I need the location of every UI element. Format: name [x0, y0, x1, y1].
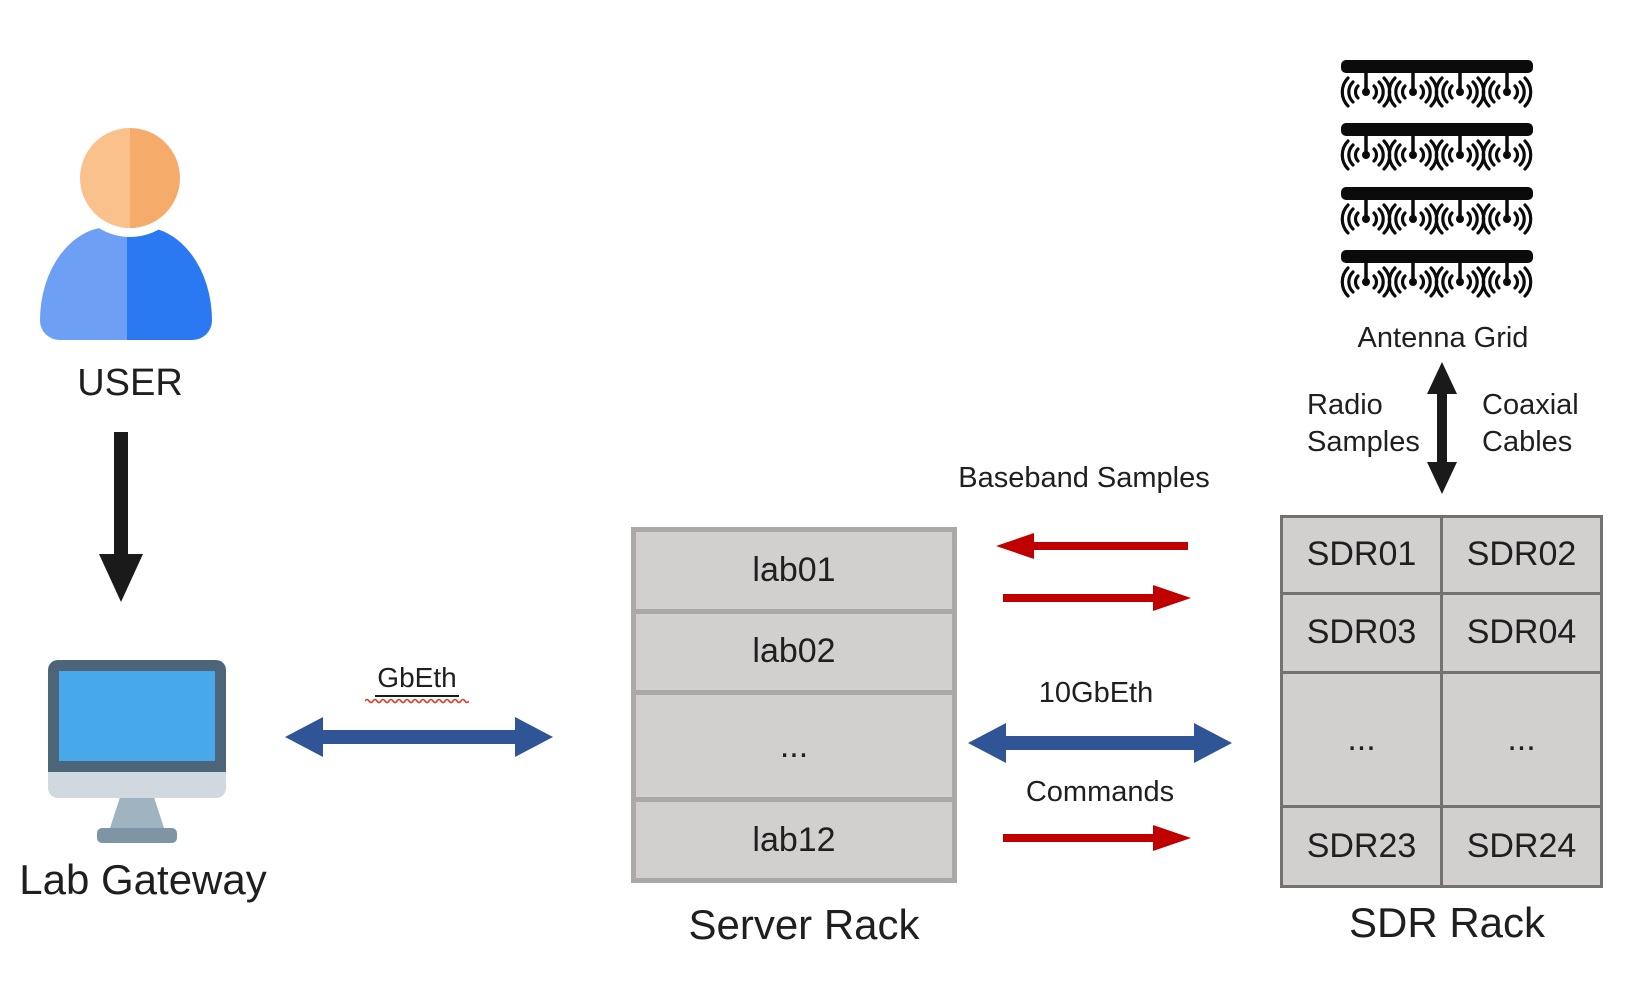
antenna-icon: [1340, 261, 1392, 298]
monitor-chin: [48, 772, 226, 798]
antenna-sdr-double-arrow-icon: [1427, 362, 1457, 494]
sdr-cell: SDR23: [1283, 808, 1440, 885]
server-node-label: ...: [779, 726, 809, 765]
antenna-icon: [1387, 71, 1439, 108]
sdr-label: SDR01: [1306, 535, 1417, 574]
antenna-row: [1340, 250, 1533, 298]
sdr-label: SDR03: [1306, 613, 1417, 652]
sdr-label: SDR02: [1466, 535, 1577, 574]
baseband-right-arrow-icon: [1003, 585, 1191, 611]
antenna-icon: [1434, 198, 1486, 235]
antenna-icon: [1481, 198, 1533, 235]
sdr-cell: SDR02: [1443, 518, 1600, 592]
antenna-icon: [1481, 134, 1533, 171]
server-rack: lab01 lab02... lab12: [631, 527, 957, 883]
coaxial-cables-label: Coaxial Cables: [1482, 387, 1579, 461]
server-node-label: lab01: [752, 550, 836, 589]
monitor-stand: [110, 798, 164, 828]
monitor-screen: [59, 671, 215, 761]
sdr-cell: SDR04: [1443, 594, 1600, 671]
tengbeth-label: 10GbEth: [1038, 677, 1154, 709]
antenna-grid-label: Antenna Grid: [1357, 322, 1529, 354]
sdr-rack-label: SDR Rack: [1348, 899, 1546, 946]
radio-samples-line2: Samples: [1307, 426, 1420, 458]
user-icon: [80, 128, 180, 228]
commands-label: Commands: [1025, 776, 1175, 808]
gbeth-label: GbEth: [347, 662, 487, 704]
sdr-label: ...: [1507, 719, 1536, 758]
antenna-grid-icon: [1340, 60, 1533, 298]
server-rack-label: Server Rack: [688, 901, 920, 948]
tengbeth-double-arrow-icon: [968, 723, 1232, 763]
antenna-icon: [1434, 71, 1486, 108]
coaxial-cables-line2: Cables: [1482, 426, 1573, 458]
antenna-icon: [1481, 71, 1533, 108]
antenna-icon: [1340, 198, 1392, 235]
server-node-label: lab12: [752, 820, 836, 859]
user-to-gateway-arrow-icon: [99, 432, 143, 602]
coaxial-cables-line1: Coaxial: [1482, 389, 1579, 421]
antenna-row: [1340, 60, 1533, 108]
antenna-icon: [1340, 134, 1392, 171]
sdr-label: SDR23: [1306, 827, 1417, 866]
sdr-cell: SDR01: [1283, 518, 1440, 592]
sdr-label: ...: [1347, 719, 1376, 758]
server-rack-row: ...: [636, 695, 952, 798]
sdr-label: SDR24: [1466, 827, 1577, 866]
server-rack-row: lab02: [636, 613, 952, 691]
server-rack-row: lab01: [636, 532, 952, 609]
antenna-icon: [1387, 134, 1439, 171]
server-rack-row: lab12: [636, 802, 952, 878]
server-node-label: lab02: [752, 632, 836, 671]
antenna-icon: [1481, 261, 1533, 298]
antenna-icon: [1340, 71, 1392, 108]
monitor-base: [97, 828, 177, 843]
commands-arrow-icon: [1003, 825, 1191, 851]
radio-samples-label: Radio Samples: [1307, 387, 1420, 461]
sdr-cell: SDR03: [1283, 594, 1440, 671]
gbeth-text: GbEth: [375, 662, 459, 697]
baseband-left-arrow-icon: [996, 533, 1188, 559]
antenna-icon: [1434, 134, 1486, 171]
spellcheck-squiggle-icon: [365, 698, 469, 704]
baseband-samples-label: Baseband Samples: [958, 462, 1210, 494]
gbeth-double-arrow-icon: [285, 717, 553, 757]
user-icon-body: [40, 227, 212, 340]
sdr-cell: SDR24: [1443, 808, 1600, 885]
sdr-cell: ...: [1443, 673, 1600, 806]
sdr-label: SDR04: [1466, 613, 1577, 652]
antenna-icon: [1434, 261, 1486, 298]
antenna-icon: [1387, 261, 1439, 298]
lab-gateway-label: Lab Gateway: [19, 856, 267, 903]
antenna-row: [1340, 187, 1533, 235]
antenna-row: [1340, 123, 1533, 171]
user-label: USER: [77, 362, 183, 404]
antenna-icon: [1387, 198, 1439, 235]
sdr-cell: ...: [1283, 673, 1440, 806]
radio-samples-line1: Radio: [1307, 389, 1383, 421]
